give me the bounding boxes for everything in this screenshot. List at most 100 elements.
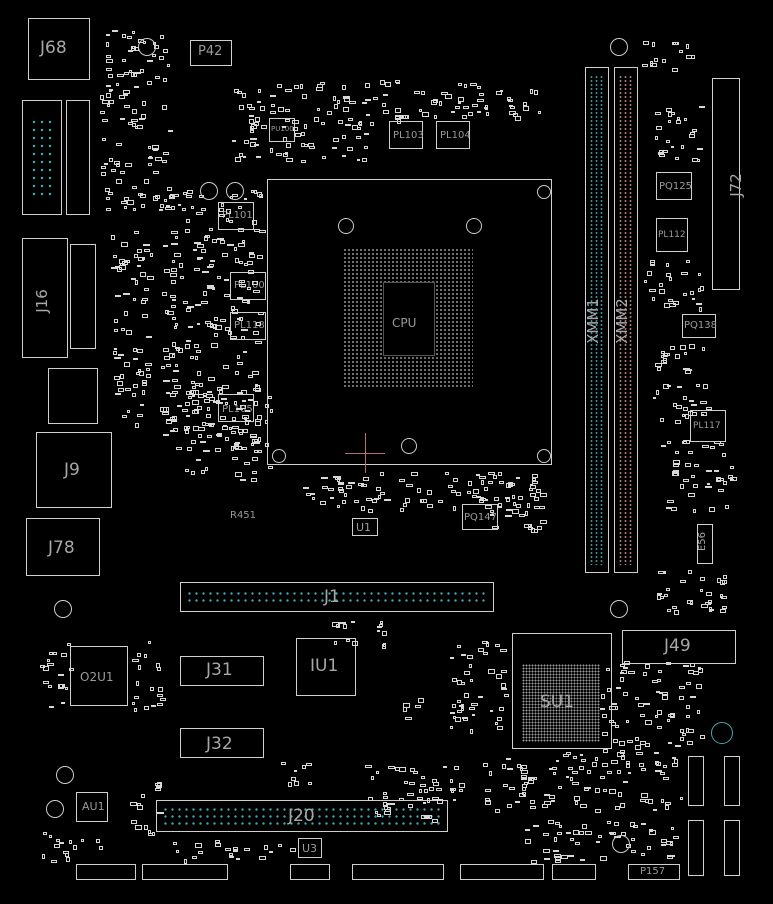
smd-pad (674, 609, 680, 615)
smd-pad (164, 268, 171, 273)
smd-pad (133, 695, 139, 699)
smd-pad (445, 93, 453, 99)
smd-pad (135, 371, 140, 375)
smd-pad (214, 324, 222, 330)
smd-pad (667, 855, 675, 858)
header-j31-label: J31 (206, 660, 233, 680)
smd-pad (145, 363, 153, 367)
ic-u3 (298, 838, 322, 858)
smd-pad (453, 505, 457, 511)
smd-pad (242, 351, 247, 354)
smd-pad (235, 408, 243, 411)
smd-pad (320, 476, 328, 479)
smd-pad (451, 111, 456, 114)
smd-pad (137, 348, 144, 353)
smd-pad (277, 843, 282, 847)
smd-pad (357, 159, 361, 162)
inductor-pl117 (690, 410, 726, 442)
connector-j49 (622, 630, 736, 664)
smd-pad (357, 126, 362, 130)
smd-pad (551, 800, 556, 803)
smd-pad (420, 814, 428, 819)
ic-o2u1 (70, 646, 128, 706)
smd-pad (139, 194, 146, 199)
smd-pad (167, 187, 173, 192)
smd-pad (186, 194, 193, 198)
smd-pad (283, 137, 288, 143)
smd-pad (224, 278, 230, 281)
test-point-circle (610, 38, 628, 56)
smd-pad (113, 357, 121, 360)
smd-pad (438, 101, 442, 107)
smd-pad (602, 714, 608, 719)
smd-pad (301, 765, 306, 769)
smd-pad (699, 589, 703, 593)
smd-pad (602, 788, 607, 792)
smd-pad (205, 422, 213, 426)
smd-pad (404, 716, 412, 720)
smd-pad (510, 105, 516, 109)
smd-pad (679, 685, 686, 689)
smd-pad (249, 118, 255, 124)
smd-pad (102, 119, 109, 123)
smd-pad (159, 35, 164, 40)
smd-pad (670, 712, 676, 718)
smd-pad (115, 295, 122, 298)
smd-pad (114, 161, 121, 166)
smd-pad (106, 55, 112, 59)
smd-pad (203, 398, 210, 403)
smd-pad (530, 805, 537, 809)
smd-pad (561, 854, 569, 859)
smd-pad (226, 244, 234, 246)
smd-pad (655, 769, 663, 772)
smd-pad (194, 842, 202, 848)
dimm-pads-xmm1 (589, 75, 605, 565)
smd-pad (174, 326, 178, 330)
smd-pad (688, 450, 694, 454)
smd-pad (237, 206, 242, 209)
smd-pad (680, 344, 687, 350)
smd-pad (151, 831, 155, 836)
smd-pad (196, 458, 202, 461)
smd-pad (172, 428, 178, 433)
smd-pad (501, 763, 506, 769)
smd-pad (147, 275, 155, 280)
smd-pad (200, 301, 208, 305)
smd-pad (471, 104, 478, 108)
smd-pad (179, 262, 184, 268)
smd-pad (634, 737, 639, 742)
smd-pad (118, 354, 125, 357)
smd-pad (172, 391, 179, 395)
smd-pad (204, 321, 211, 325)
smd-pad (373, 97, 379, 101)
smd-pad (125, 388, 132, 392)
smd-pad (190, 470, 195, 475)
inductor-pl104 (436, 121, 470, 149)
smd-pad (377, 629, 381, 632)
smd-pad (452, 677, 458, 682)
smd-pad (667, 718, 671, 722)
smd-pad (690, 662, 696, 667)
smd-pad (354, 499, 360, 503)
smd-pad (141, 101, 146, 107)
smd-pad (176, 446, 183, 450)
smd-pad (344, 96, 351, 102)
smd-pad (105, 196, 110, 200)
smd-pad (163, 199, 167, 203)
smd-pad (407, 803, 413, 808)
smd-pad (64, 852, 69, 857)
smd-pad (175, 364, 179, 368)
smd-pad (133, 358, 139, 361)
smd-pad (148, 640, 152, 644)
smd-pad (113, 350, 118, 355)
smd-pad (368, 509, 374, 514)
smd-pad (623, 692, 629, 697)
smd-pad (661, 799, 665, 804)
smd-pad (700, 577, 706, 582)
smd-pad (503, 694, 509, 698)
smd-pad (522, 106, 529, 112)
smd-pad (521, 778, 528, 781)
smd-pad (237, 429, 243, 434)
header-right-3 (688, 820, 704, 876)
smd-pad (348, 101, 356, 105)
